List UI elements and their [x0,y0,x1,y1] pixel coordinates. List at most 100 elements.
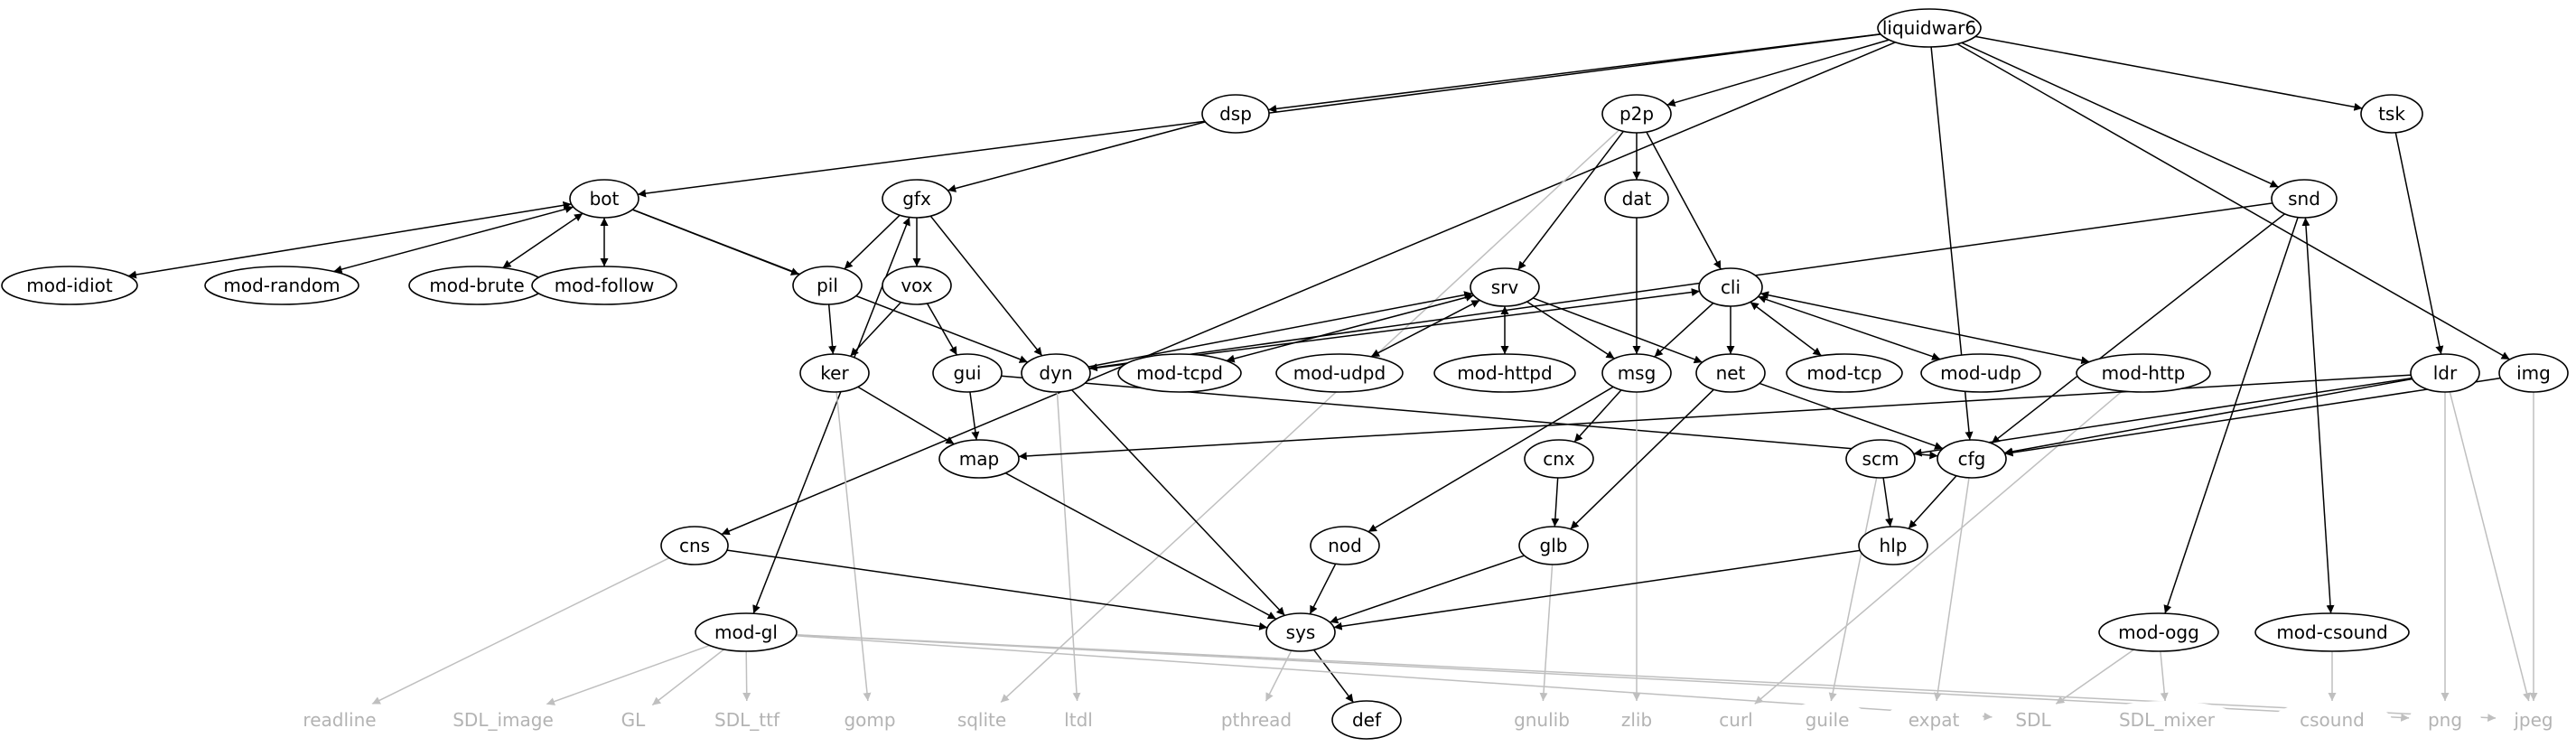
node-label: cli [1721,276,1741,298]
edge-snd-to-mod-ogg [2163,217,2299,614]
node-shape [1492,701,1591,739]
edge-liquidwar6-to-cns [721,42,1896,536]
edge-net-to-glb [1570,388,1714,530]
node-shape [1845,439,1916,479]
edge-mod-gl-to-SDL [796,635,1993,721]
node-shape [1,266,138,305]
node-label: pthread [1221,709,1292,731]
node-tsk: tsk [2360,94,2423,134]
node-label: cfg [1958,448,1986,470]
edge-mod-ogg-to-SDL [2055,649,2135,705]
node-mod-brute: mod-brute [408,266,546,305]
node-label: mod-gl [714,621,778,643]
edge-dyn-to-srv [1087,291,1473,368]
edge-cfg-to-expat [1933,477,1970,702]
edge-ldr-to-cfg [2003,378,2413,456]
edge-cli-to-mod-http [1759,291,2090,365]
edge-ker-to-gomp [835,391,872,702]
node-shape [2409,701,2481,739]
node-ltdl: ltdl [1044,701,1113,739]
edge-bot-to-mod-idiot [127,201,572,279]
node-gomp: gomp [826,701,913,739]
node-label: gnulib [1514,709,1570,731]
node-sdl-image: SDL_image [426,701,580,739]
edge-net-to-cfg [1759,382,1944,450]
node-shape [695,612,798,652]
node-shape [2098,612,2219,652]
node-label: cns [679,535,710,556]
node-shape [1331,700,1402,740]
edge-liquidwar6-to-dsp [1268,33,1881,113]
edge-ker-to-map [857,386,955,445]
node-label: mod-tcp [1806,362,1881,384]
node-label: mod-ogg [2118,621,2199,643]
edge-liquidwar6-to-tsk [1974,35,2363,111]
node-label: mod-follow [555,275,655,296]
node-shape [1433,353,1576,393]
node-label: msg [1618,362,1657,384]
node-label: mod-random [223,275,340,296]
node-shape [1275,353,1404,393]
node-shape [1920,353,2041,393]
node-shape [1601,353,1672,393]
node-shape [2360,94,2423,134]
node-shape [204,266,359,305]
node-gnulib: gnulib [1492,701,1591,739]
node-mod-tcpd: mod-tcpd [1117,353,1242,393]
node-label: map [959,448,999,470]
node-ldr: ldr [2410,353,2480,393]
node-label: ltdl [1064,709,1093,731]
node-dyn: dyn [1021,353,1091,393]
node-srv: srv [1470,267,1540,307]
node-label: img [2516,362,2551,384]
node-cli: cli [1698,267,1763,307]
edge-cns-to-readline [371,557,670,705]
edge-liquidwar6-to-img [1956,42,2510,360]
edge-map-to-sys [1004,472,1277,620]
edge-mod-gl-to-jpeg [796,633,2497,723]
node-shape [1604,179,1669,219]
edge-snd-to-dyn [1088,202,2273,372]
node-mod-random: mod-random [204,266,359,305]
node-shape [1524,439,1594,479]
edge-tsk-to-ldr [2394,132,2444,355]
node-label: SDL_mixer [2119,709,2216,731]
node-cfg: cfg [1937,439,2007,479]
node-shape [569,179,639,219]
node-liquidwar6: liquidwar6 [1877,8,1982,48]
node-label: mod-csound [2276,621,2387,643]
node-dsp: dsp [1201,94,1270,134]
edge-srv-to-mod-udpd [1370,299,1480,358]
node-gui: gui [932,353,1003,393]
node-label: readline [303,709,376,731]
node-sdl: SDL [1992,701,2075,739]
edges-layer [127,33,2538,723]
node-label: mod-http [2102,362,2186,384]
edge-sys-to-def [1313,649,1354,704]
node-label: dyn [1039,362,1072,384]
node-shape [1884,701,1983,739]
node-snd: snd [2271,179,2338,219]
edge-mod-gl-to-SDL-image [546,644,710,705]
node-shape [2254,612,2410,652]
edge-mod-gl-to-SDL-ttf [742,650,751,702]
edge-nod-to-sys [1309,563,1337,615]
edge-bot-to-mod-random [333,205,574,274]
node-mod-httpd: mod-httpd [1433,353,1576,393]
node-label: SDL_ttf [714,709,780,731]
node-cns: cns [660,526,729,565]
edge-p2p-to-srv [1517,130,1624,271]
node-shape [1044,701,1113,739]
edge-hlp-to-sys [1333,549,1861,630]
node-label: ldr [2433,362,2458,384]
node-label: zlib [1621,709,1652,731]
node-label: scm [1862,448,1899,470]
node-img: img [2498,353,2569,393]
node-shape [1702,701,1770,739]
edge-vox-to-ker [849,302,902,357]
node-label: png [2428,709,2462,731]
node-label: tsk [2378,103,2405,125]
node-shape [932,353,1003,393]
node-label: dsp [1219,103,1252,125]
